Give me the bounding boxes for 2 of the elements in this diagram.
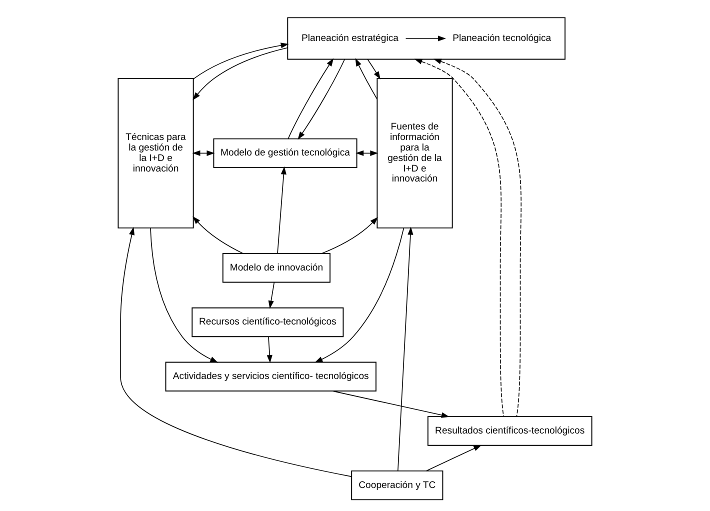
- node-text: Planeación estratégica: [302, 32, 398, 44]
- node-text: Planeación tecnológica: [452, 32, 552, 44]
